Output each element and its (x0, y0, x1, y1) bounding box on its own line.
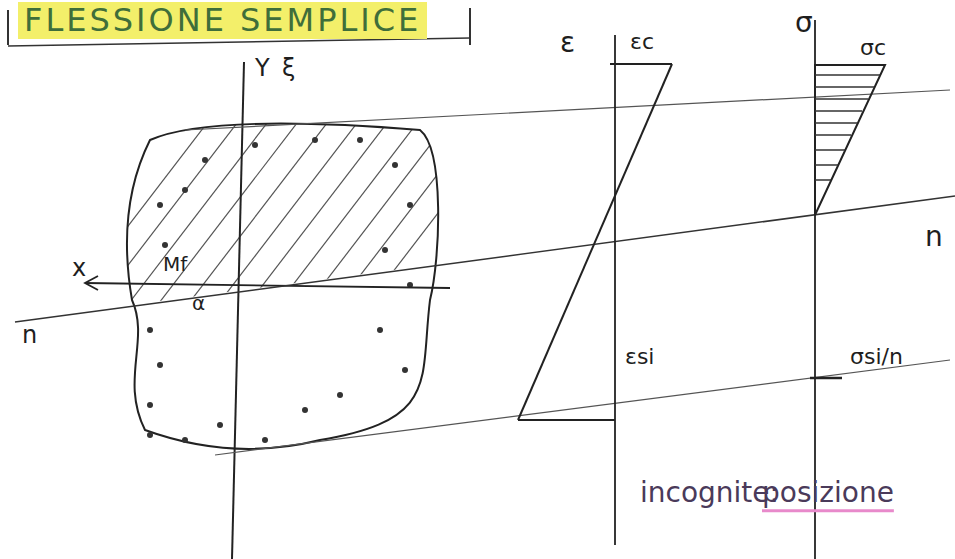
axis-label: Y (255, 55, 270, 81)
strain-label: εc (630, 30, 654, 54)
note-text: posizione (762, 478, 894, 509)
stress-label: σsi/n (850, 345, 903, 369)
neutral-axis-label: n (22, 322, 37, 348)
axis-label: x (72, 255, 86, 281)
neutral-axis-label: n (925, 222, 943, 253)
stress-label: σ (795, 8, 813, 39)
moment-label: Mf (163, 253, 187, 275)
note-text: incognite: (640, 478, 779, 509)
strain-label: εsi (625, 345, 654, 369)
angle-label: α (192, 292, 205, 314)
strain-label: ε (560, 28, 575, 59)
title: FLESSIONE SEMPLICE (18, 2, 427, 39)
stress-label: σc (860, 36, 886, 60)
axis-label: ξ (282, 55, 295, 81)
